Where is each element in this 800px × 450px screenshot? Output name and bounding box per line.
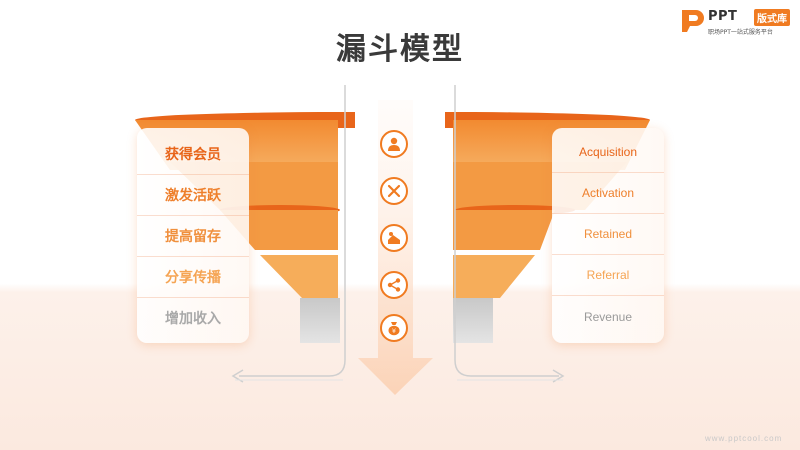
stage-row: 提高留存	[137, 215, 249, 257]
stage-label-en: Referral	[586, 267, 630, 282]
stage-label-cn: 激发活跃	[165, 187, 221, 204]
footer-url: www.pptcool.com	[705, 434, 783, 443]
stage-row: Acquisition	[552, 131, 664, 173]
stage-label-cn: 获得会员	[165, 146, 221, 163]
stage-row: Activation	[552, 172, 664, 214]
stage-label-cn: 分享传播	[165, 269, 221, 286]
stage-label-en: Retained	[583, 226, 633, 241]
money-bag-icon: ¥	[380, 314, 408, 342]
funnel-segment-4	[453, 255, 535, 298]
left-stage-card: 获得会员 激发活跃 提高留存 分享传播 增加收入	[137, 128, 249, 343]
funnel-base	[300, 298, 340, 343]
stage-row: Revenue	[552, 296, 664, 337]
share-icon	[380, 271, 408, 299]
stage-row: 分享传播	[137, 256, 249, 298]
funnel-segment-4	[260, 255, 338, 298]
stage-row: 增加收入	[137, 297, 249, 338]
brand-tagline: 职场PPT一站式服务平台	[708, 29, 773, 36]
stage-label-en: Revenue	[583, 309, 633, 324]
funnel-segment-3	[220, 210, 338, 250]
stage-row: Retained	[552, 213, 664, 255]
funnel-base	[453, 298, 493, 343]
funnel-segment-3	[453, 210, 555, 250]
tools-icon	[380, 177, 408, 205]
p-logo-icon	[682, 10, 704, 32]
stage-label-cn: 增加收入	[165, 310, 221, 327]
left-flow-arrow	[231, 85, 346, 383]
stage-label-en: Acquisition	[578, 144, 638, 159]
stage-row: 获得会员	[137, 133, 249, 175]
stage-row: Referral	[552, 254, 664, 296]
handshake-icon	[380, 224, 408, 252]
brand-name: PPT	[708, 9, 738, 24]
stage-row: 激发活跃	[137, 174, 249, 216]
brand-logo: PPT 版式库 职场PPT一站式服务平台	[680, 8, 798, 38]
svg-text:¥: ¥	[392, 327, 396, 335]
right-stage-card: Acquisition Activation Retained Referral…	[552, 128, 664, 343]
brand-badge: 版式库	[754, 9, 790, 26]
stage-label-en: Activation	[581, 185, 635, 200]
right-flow-arrow	[454, 85, 565, 383]
page-title: 漏斗模型	[336, 32, 464, 67]
stage-label-cn: 提高留存	[165, 228, 221, 245]
user-icon	[380, 130, 408, 158]
